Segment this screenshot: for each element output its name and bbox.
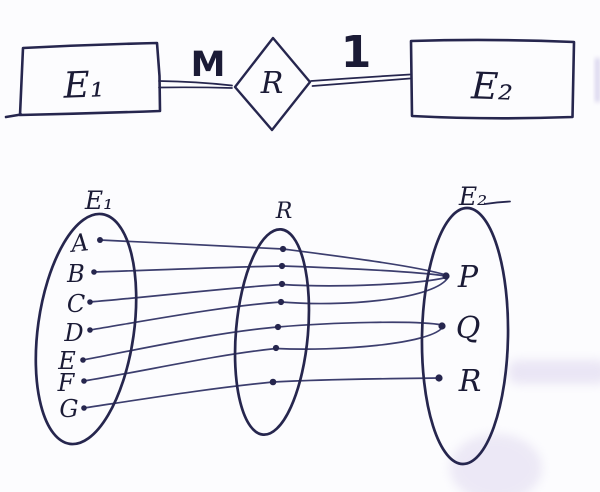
left-set-elements: A B C D E F G bbox=[57, 228, 90, 423]
line-F-Q bbox=[83, 327, 443, 382]
relationship-dot-2 bbox=[278, 262, 286, 270]
right-set-elements: P Q R bbox=[456, 260, 482, 399]
element-D-label: D bbox=[63, 319, 83, 347]
connector-r-e2 bbox=[310, 73, 411, 87]
dot-A bbox=[97, 237, 103, 243]
entity2-label: E₂ bbox=[470, 64, 514, 108]
relationship-dot-4 bbox=[277, 298, 285, 306]
relationship-dot-1 bbox=[279, 245, 287, 253]
right-set: E₂ P Q R bbox=[420, 182, 511, 466]
right-set-dots bbox=[435, 272, 450, 382]
dot-C bbox=[87, 299, 93, 305]
relationship-label: R bbox=[260, 66, 284, 101]
relationship-dot-3 bbox=[278, 280, 286, 288]
relationship-dot-7 bbox=[269, 378, 277, 386]
line-E-Q bbox=[82, 321, 443, 361]
dot-G bbox=[81, 405, 87, 411]
relationship-dot-6 bbox=[272, 344, 280, 352]
element-E-label: E bbox=[57, 347, 76, 375]
left-set-label: E₁ bbox=[84, 186, 113, 215]
element-P-label: P bbox=[457, 260, 479, 295]
middle-set-dots bbox=[269, 245, 287, 386]
entity1-label: E₁ bbox=[62, 64, 105, 106]
dot-B bbox=[91, 269, 97, 275]
element-G-label: G bbox=[59, 395, 78, 423]
left-set: E₁ A B C D E F G bbox=[34, 186, 138, 446]
element-R-label: R bbox=[458, 364, 482, 399]
line-G-R bbox=[83, 377, 439, 409]
dot-R bbox=[435, 374, 443, 382]
dot-E bbox=[80, 357, 86, 363]
relationship-dot-5 bbox=[274, 323, 282, 331]
element-A-label: A bbox=[68, 228, 90, 258]
left-set-oval bbox=[34, 212, 138, 446]
connector-e1-r bbox=[158, 80, 233, 89]
middle-set-label: R bbox=[275, 199, 293, 224]
dot-D bbox=[87, 327, 93, 333]
entity2-box bbox=[409, 38, 576, 120]
entity1-box bbox=[18, 41, 162, 117]
entity1-box-overshoot bbox=[4, 113, 23, 119]
mapping-lines bbox=[82, 239, 448, 409]
mapping-diagram: E₁ A B C D E F G R bbox=[34, 182, 511, 466]
line-B-P bbox=[93, 265, 447, 277]
element-B-label: B bbox=[66, 260, 85, 288]
right-set-oval bbox=[420, 206, 510, 466]
cardinality-1-label: 1 bbox=[341, 27, 372, 78]
paper-smudges bbox=[450, 58, 600, 492]
right-set-label: E₂ bbox=[458, 182, 487, 211]
smudge-band bbox=[508, 360, 600, 384]
middle-set-oval bbox=[233, 227, 311, 437]
dot-F bbox=[81, 378, 87, 384]
cardinality-m-label: M bbox=[191, 45, 226, 85]
dot-Q bbox=[438, 322, 446, 330]
element-F-label: F bbox=[57, 369, 76, 397]
middle-set: R bbox=[233, 199, 311, 437]
dot-P bbox=[442, 272, 450, 280]
element-C-label: C bbox=[67, 290, 85, 318]
element-Q-label: Q bbox=[456, 311, 481, 346]
right-set-label-tail bbox=[484, 200, 511, 205]
left-set-dots bbox=[80, 237, 103, 411]
smudge-blob bbox=[450, 434, 542, 492]
edge-mark bbox=[595, 58, 600, 102]
er-notation: E₁ M R 1 E₂ bbox=[4, 27, 576, 132]
relationship-diamond bbox=[233, 36, 312, 132]
